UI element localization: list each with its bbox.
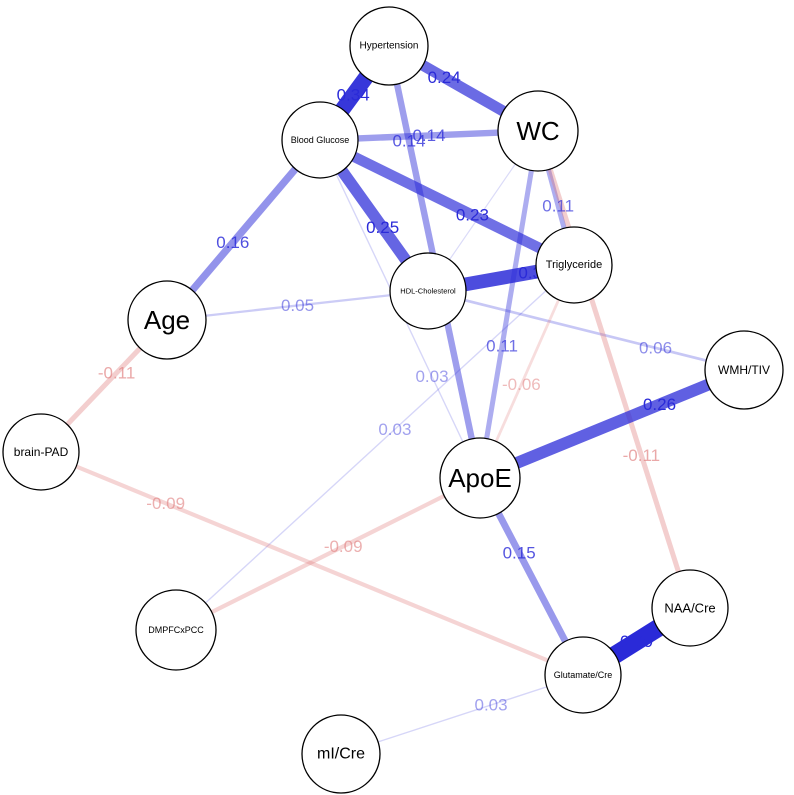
- node-label: Age: [144, 305, 190, 335]
- node-mi_cre: mI/Cre: [301, 714, 381, 794]
- node-brain_pad: brain-PAD: [2, 413, 80, 491]
- node-label: Hypertension: [360, 41, 419, 52]
- edge-label-blood_glucose-apoe: 0.03: [415, 367, 448, 386]
- node-circle: [651, 569, 729, 647]
- node-glutamate_cre: Glutamate/Cre: [544, 636, 622, 714]
- edge-label-wc-triglyceride: 0.11: [542, 197, 574, 216]
- edge-label-age-brain_pad: -0.11: [98, 363, 136, 382]
- edge-label-hdl-age: 0.05: [281, 296, 314, 315]
- edge-hdl-age: [166, 289, 429, 322]
- node-circle: [535, 226, 613, 304]
- edge-label-hdl-wmh_tiv: 0.06: [639, 338, 672, 357]
- edge-label-apoe-glutamate_cre: 0.15: [503, 543, 536, 562]
- edge-label-triglyceride-apoe: -0.06: [502, 375, 541, 394]
- node-hdl: HDL-Cholesterol: [389, 252, 467, 330]
- node-label: brain-PAD: [14, 445, 69, 459]
- node-hypertension: Hypertension: [349, 6, 429, 86]
- edge-label-blood_glucose-hdl: 0.25: [366, 218, 399, 237]
- node-dmpfc_pcc: DMPFCxPCC: [135, 589, 217, 671]
- edge-label-wc-naa_cre: -0.11: [623, 446, 661, 465]
- edge-label-naa_cre-glutamate_cre: 0.39: [620, 632, 653, 651]
- edge-apoe-dmpfc_pcc: [175, 476, 481, 632]
- edge-label-hypertension-blood_glucose: 0.34: [337, 85, 370, 104]
- node-wmh_tiv: WMH/TIV: [704, 330, 784, 410]
- node-label: WC: [516, 116, 559, 146]
- edge-brain_pad-glutamate_cre: [40, 450, 584, 677]
- node-circle: [704, 330, 784, 410]
- edge-glutamate_cre-mi_cre: [340, 674, 584, 755]
- edge-hdl-wmh_tiv: [427, 289, 745, 372]
- node-label: WMH/TIV: [718, 363, 770, 377]
- node-label: HDL-Cholesterol: [400, 287, 456, 296]
- node-label: Triglyceride: [546, 259, 602, 271]
- edge-label-glutamate_cre-mi_cre: 0.03: [474, 696, 507, 715]
- node-age: Age: [127, 280, 207, 360]
- edge-label-apoe-wmh_tiv: 0.26: [643, 395, 676, 414]
- node-circle: [2, 413, 80, 491]
- node-blood_glucose: Blood Glucose: [281, 101, 359, 179]
- node-naa_cre: NAA/Cre: [651, 569, 729, 647]
- edge-apoe-wmh_tiv: [477, 364, 747, 484]
- node-circle: [439, 437, 521, 519]
- node-label: ApoE: [448, 463, 512, 493]
- edge-label-brain_pad-glutamate_cre: -0.09: [146, 494, 185, 513]
- edge-wc-apoe: [477, 130, 541, 479]
- node-wc: WC: [497, 90, 579, 172]
- node-label: Glutamate/Cre: [554, 670, 613, 680]
- edge-blood_glucose-triglyceride: [317, 135, 577, 270]
- node-apoe: ApoE: [439, 437, 521, 519]
- node-label: Blood Glucose: [291, 135, 350, 145]
- edge-label-triglyceride-dmpfc_pcc: 0.03: [378, 420, 411, 439]
- node-circle: [544, 636, 622, 714]
- node-circle: [135, 589, 217, 671]
- node-label: DMPFCxPCC: [148, 625, 204, 635]
- edge-label-hypertension-apoe: 0.14: [392, 132, 425, 151]
- node-label: mI/Cre: [317, 746, 365, 763]
- edge-label-hypertension-wc: 0.24: [428, 68, 461, 87]
- node-circle: [349, 6, 429, 86]
- node-circle: [301, 714, 381, 794]
- edge-label-layer: 0.03 0.03 0.03 0.05 0.06 -0.06 -0.09 -0.09 0.11 0…: [98, 68, 676, 715]
- edge-label-blood_glucose-triglyceride: 0.23: [456, 206, 489, 225]
- node-circle: [127, 280, 207, 360]
- node-circle: [389, 252, 467, 330]
- node-label: NAA/Cre: [664, 601, 715, 616]
- edge-label-blood_glucose-age: 0.16: [216, 233, 249, 252]
- node-triglyceride: Triglyceride: [535, 226, 613, 304]
- edge-wc-naa_cre: [535, 130, 693, 609]
- node-circle: [497, 90, 579, 172]
- node-circle: [281, 101, 359, 179]
- edge-triglyceride-dmpfc_pcc: [175, 264, 575, 631]
- edge-label-wc-apoe: 0.11: [486, 337, 518, 356]
- edge-label-blood_glucose-wc: 0.14: [412, 126, 445, 145]
- edge-label-apoe-dmpfc_pcc: -0.09: [324, 537, 363, 556]
